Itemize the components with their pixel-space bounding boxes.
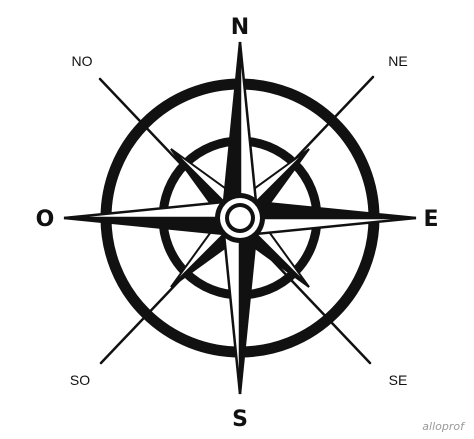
label-southeast: SE <box>389 372 408 388</box>
point-north-dark <box>222 41 242 222</box>
label-northeast: NE <box>388 53 407 69</box>
point-east-dark <box>236 200 417 220</box>
label-east: E <box>423 207 438 232</box>
watermark-logo: alloprof <box>422 420 466 433</box>
point-north-light <box>238 41 258 222</box>
label-south: S <box>232 407 248 432</box>
point-west-dark <box>63 216 244 236</box>
label-west: O <box>36 207 55 232</box>
hub-center <box>229 207 251 229</box>
point-west-light <box>63 200 244 220</box>
label-southwest: SO <box>70 372 90 388</box>
point-south-light <box>222 214 242 395</box>
point-east-light <box>236 216 417 236</box>
point-south-dark <box>238 214 258 395</box>
center-hub <box>215 193 265 243</box>
label-northwest: NO <box>72 53 93 69</box>
label-north: N <box>231 15 249 40</box>
